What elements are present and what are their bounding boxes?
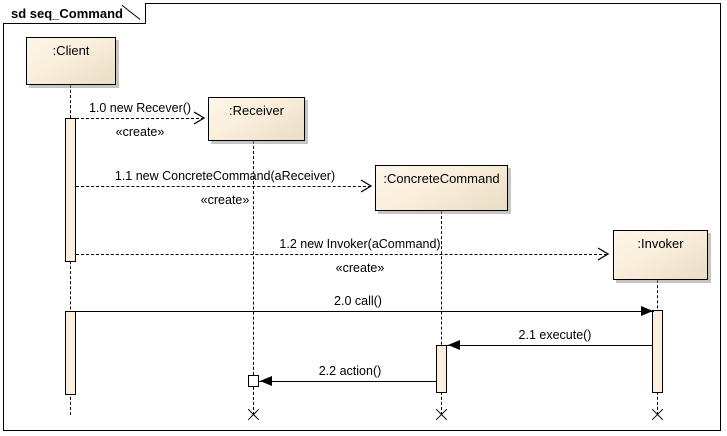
message-line-2-2[interactable] — [259, 381, 437, 382]
message-line-1-1[interactable] — [76, 186, 371, 187]
message-line-1-2[interactable] — [76, 254, 607, 255]
destruction-marker-receiver — [246, 407, 261, 422]
lifeline-head-concrete-command[interactable]: :ConcreteCommand — [375, 165, 508, 211]
lifeline-stem-receiver — [253, 141, 254, 415]
lifeline-head-client[interactable]: :Client — [26, 37, 116, 85]
activation-bar-client-1[interactable] — [65, 118, 76, 262]
destruction-marker-invoker — [650, 407, 665, 422]
arrowhead-open-1-1 — [360, 179, 373, 193]
arrowhead-filled-2-0 — [641, 306, 653, 316]
activation-bar-receiver[interactable] — [248, 375, 259, 387]
arrowhead-open-1-0 — [193, 111, 206, 125]
destruction-marker-concrete-command — [434, 407, 449, 422]
arrowhead-filled-2-2 — [260, 376, 272, 386]
arrowhead-open-1-2 — [597, 247, 610, 261]
interaction-frame — [3, 3, 721, 431]
message-stereotype-1-0: «create» — [115, 125, 165, 139]
activation-bar-invoker[interactable] — [652, 310, 663, 393]
lifeline-head-invoker[interactable]: :Invoker — [613, 230, 708, 280]
message-stereotype-1-1: «create» — [200, 193, 250, 207]
message-label-1-1: 1.1 new ConcreteCommand(aReceiver) — [114, 169, 336, 183]
lifeline-head-receiver[interactable]: :Receiver — [208, 97, 305, 141]
message-label-2-1: 2.1 execute() — [518, 328, 592, 342]
message-label-2-2: 2.2 action() — [318, 364, 382, 378]
message-label-2-0: 2.0 call() — [334, 294, 382, 308]
message-label-1-0: 1.0 new Recever() — [88, 101, 192, 115]
arrowhead-filled-2-1 — [448, 340, 460, 350]
message-stereotype-1-2: «create» — [335, 261, 385, 275]
frame-label: sd seq_Command — [3, 3, 146, 24]
lifeline-stem-concrete-command — [441, 211, 442, 415]
message-label-1-2: 1.2 new Invoker(aCommand) — [279, 237, 441, 251]
message-line-1-0[interactable] — [76, 118, 204, 119]
activation-bar-concrete-command[interactable] — [436, 345, 447, 393]
frame-label-notch — [122, 3, 140, 25]
message-line-2-0[interactable] — [76, 311, 654, 312]
message-line-2-1[interactable] — [447, 345, 653, 346]
activation-bar-client-2[interactable] — [65, 311, 76, 395]
